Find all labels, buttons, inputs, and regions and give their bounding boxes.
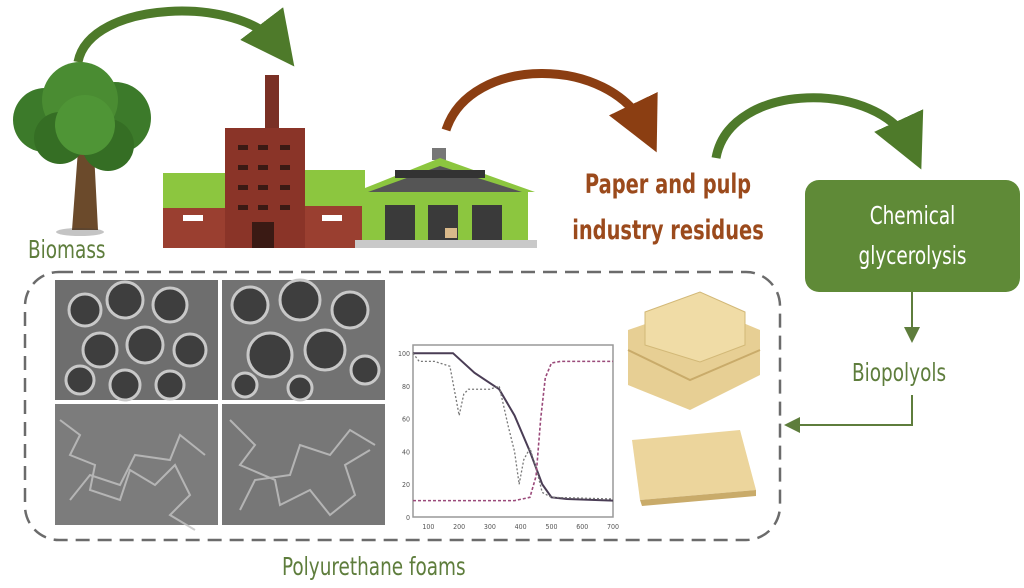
series-line-solid — [413, 352, 614, 502]
y-tick-label: 60 — [402, 416, 410, 424]
arrow-biomass-to-industry — [73, 6, 295, 67]
biomass-label: Biomass — [28, 235, 106, 264]
arrow-biopolyols-to-foams — [784, 395, 913, 433]
chart-plot-area — [412, 344, 614, 518]
x-tick-label: 100 — [422, 523, 434, 531]
residues-label: Paper and pulp industry residues — [572, 162, 764, 254]
y-tick-label: 40 — [402, 448, 410, 456]
x-tick-label: 300 — [484, 523, 496, 531]
arrow-residues-to-glycerolysis — [711, 93, 924, 170]
x-tick-label: 700 — [607, 523, 619, 531]
x-tick-label: 600 — [576, 523, 588, 531]
glycerolysis-label: Chemical glycerolysis — [824, 196, 1000, 276]
y-tick-label: 20 — [402, 481, 410, 489]
residues-label-line1: Paper and pulp — [584, 169, 752, 200]
polyurethane-foams-label: Polyurethane foams — [282, 552, 466, 581]
x-tick-label: 500 — [545, 523, 557, 531]
warehouse-icon — [355, 148, 537, 248]
series-line-dashed — [413, 360, 613, 502]
glycerolysis-label-line2: glycerolysis — [858, 241, 967, 270]
y-tick-label: 80 — [402, 383, 410, 391]
foam-blocks-image — [627, 291, 761, 506]
glycerolysis-label-line1: Chemical — [869, 201, 956, 230]
tree-icon — [13, 62, 151, 236]
x-tick-label: 400 — [515, 523, 527, 531]
factory-icon — [163, 75, 365, 248]
glycerolysis-box — [805, 180, 1020, 292]
series-line-dotted — [412, 352, 614, 500]
arrow-industry-to-residues — [441, 69, 658, 153]
tga-chart: 100 200 300 400 500 600 700 0 20 40 60 80 100 — [398, 344, 619, 531]
y-tick-label: 100 — [398, 350, 410, 358]
sem-images — [55, 278, 385, 531]
biopolyols-label: Biopolyols — [852, 358, 947, 387]
y-tick-label: 0 — [406, 514, 410, 522]
foams-dashed-frame — [23, 270, 782, 542]
x-tick-label: 200 — [453, 523, 465, 531]
residues-label-line2: industry residues — [572, 215, 764, 246]
